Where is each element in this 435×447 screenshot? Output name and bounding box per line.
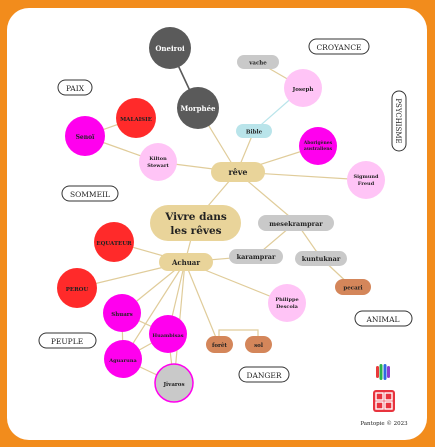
- node-kuntuknar-label: kuntuknar: [302, 255, 341, 263]
- node-sigmund-freud[interactable]: Sigmund Freud: [347, 161, 385, 199]
- node-achuar[interactable]: Achuar: [159, 253, 213, 271]
- node-mesekramprar-label: mesekramprar: [269, 220, 323, 228]
- category-tags: CROYANCE PAIX PSYCHISME SOMMEIL ANIMAL P…: [38, 38, 413, 383]
- center-label-line-1: Vivre dans: [164, 211, 227, 223]
- category-danger[interactable]: DANGER: [238, 366, 290, 383]
- category-croyance-label: CROYANCE: [316, 43, 361, 52]
- category-psychisme-label: PSYCHISME: [394, 98, 402, 143]
- node-bible-label: Bible: [246, 130, 263, 136]
- node-huambisas-label: Huambisas: [152, 333, 183, 339]
- node-vache-label: vache: [248, 61, 267, 67]
- node-aborigenes-label-1: Aborigènes: [303, 139, 333, 146]
- node-descola-label-1: Philippe: [275, 297, 298, 303]
- node-sol-label: sol: [254, 343, 263, 349]
- category-paix[interactable]: PAIX: [57, 79, 93, 96]
- category-croyance[interactable]: CROYANCE: [308, 38, 370, 55]
- category-animal-label: ANIMAL: [365, 315, 399, 324]
- node-kilton-stewart[interactable]: Kilton Stewart: [139, 143, 177, 181]
- link-achuar-aguaruna: [122, 261, 186, 360]
- node-morphee-label: Morphée: [181, 104, 217, 113]
- node-morphee[interactable]: Morphée: [177, 87, 219, 129]
- node-equateur[interactable]: EQUATEUR: [94, 222, 134, 262]
- node-foret-label: forêt: [212, 342, 227, 349]
- node-equateur-label: EQUATEUR: [96, 241, 132, 247]
- node-bible[interactable]: Bible: [236, 124, 272, 138]
- node-joseph[interactable]: Joseph: [284, 69, 322, 107]
- copyright-text: Pantopie © 2023: [360, 420, 408, 427]
- pantopie-logo-icon: [373, 390, 395, 412]
- node-reve[interactable]: rêve: [211, 162, 265, 182]
- node-jivaros[interactable]: Jivaros: [154, 363, 194, 403]
- node-huambisas[interactable]: Huambisas: [149, 315, 187, 353]
- node-shuars[interactable]: Shuars: [103, 294, 141, 332]
- category-peuple-label: PEUPLE: [51, 337, 83, 346]
- category-animal[interactable]: ANIMAL: [354, 310, 413, 327]
- link-achuar-foret: [184, 261, 220, 346]
- node-malaisie-label: MALAISIE: [120, 117, 152, 123]
- node-freud-label-2: Freud: [358, 181, 375, 187]
- category-sommeil[interactable]: SOMMEIL: [61, 185, 119, 202]
- node-aborigenes-label-2: australiens: [304, 146, 333, 152]
- category-psychisme[interactable]: PSYCHISME: [391, 90, 407, 152]
- node-reve-label: rêve: [228, 167, 247, 177]
- node-philippe-descola[interactable]: Philippe Descola: [268, 284, 306, 322]
- node-kilton-label-2: Stewart: [147, 163, 169, 169]
- node-perou-label: PEROU: [66, 287, 89, 293]
- node-vache[interactable]: vache: [237, 55, 279, 69]
- node-senoi[interactable]: Senoï: [65, 116, 105, 156]
- node-achuar-label: Achuar: [171, 258, 200, 267]
- node-joseph-label: Joseph: [292, 87, 314, 93]
- node-malaisie[interactable]: MALAISIE: [116, 98, 156, 138]
- node-perou[interactable]: PEROU: [57, 268, 97, 308]
- node-center[interactable]: Vivre dans les rêves: [150, 205, 241, 241]
- node-aguaruna[interactable]: Aguaruna: [104, 340, 142, 378]
- category-peuple[interactable]: PEUPLE: [38, 332, 97, 349]
- rainbow-logo-icon: [373, 362, 393, 382]
- node-oneiroi-label: Oneiroi: [155, 44, 185, 53]
- node-oneiroi[interactable]: Oneiroi: [149, 27, 191, 69]
- node-sol[interactable]: sol: [245, 336, 272, 353]
- category-paix-label: PAIX: [66, 84, 85, 93]
- category-sommeil-label: SOMMEIL: [70, 190, 110, 199]
- category-danger-label: DANGER: [246, 371, 281, 380]
- node-karamprar-label: karamprar: [237, 253, 276, 261]
- nodes: Oneiroi Morphée MALAISIE Senoï Kilton St: [57, 27, 385, 403]
- node-freud-label-1: Sigmund: [353, 174, 379, 180]
- node-descola-label-2: Descola: [276, 304, 299, 310]
- node-pecari-label: pecari: [343, 286, 362, 292]
- node-mesekramprar[interactable]: mesekramprar: [258, 215, 334, 231]
- node-foret[interactable]: forêt: [206, 336, 233, 353]
- center-label-line-2: les rêves: [170, 225, 221, 237]
- node-shuars-label: Shuars: [111, 312, 133, 318]
- node-senoi-label: Senoï: [76, 134, 96, 141]
- node-aguaruna-label: Aguaruna: [108, 358, 137, 364]
- node-karamprar[interactable]: karamprar: [229, 249, 283, 264]
- node-kuntuknar[interactable]: kuntuknar: [295, 251, 347, 266]
- node-pecari[interactable]: pecari: [335, 279, 371, 295]
- node-kilton-label-1: Kilton: [149, 156, 167, 162]
- node-jivaros-label: Jivaros: [162, 382, 184, 388]
- node-aborigenes[interactable]: Aborigènes australiens: [299, 127, 337, 165]
